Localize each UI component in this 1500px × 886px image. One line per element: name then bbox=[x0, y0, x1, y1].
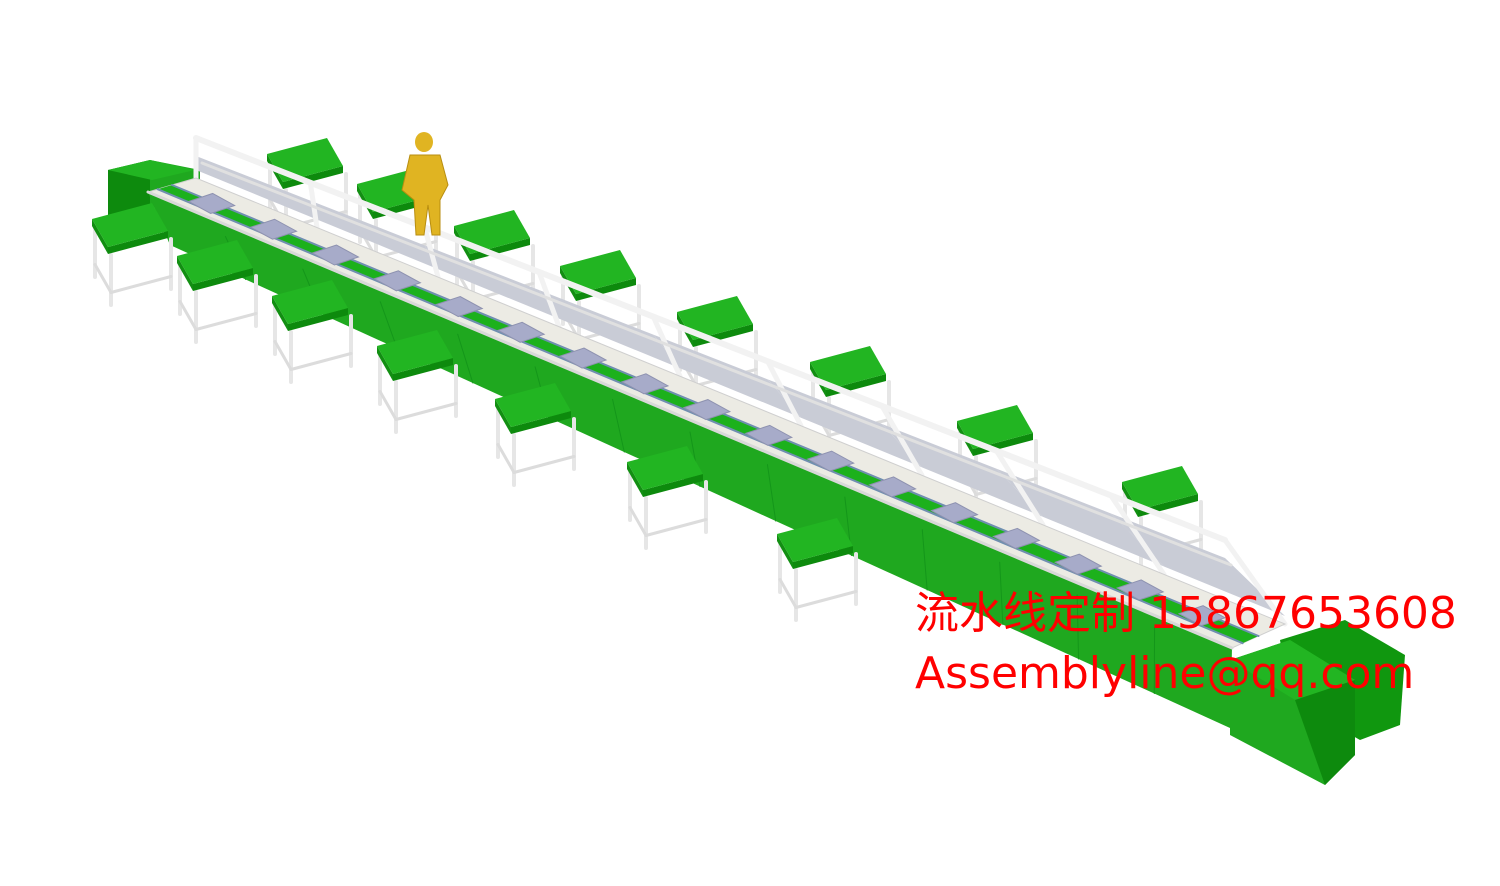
front-workbench-5-rail bbox=[496, 443, 516, 474]
right-end-cabinet-side bbox=[1295, 680, 1355, 785]
screen-panel bbox=[767, 379, 922, 468]
front-workbench-7-rail bbox=[778, 578, 798, 609]
watermark-phone: 流水线定制 15867653608 bbox=[915, 588, 1457, 639]
front-workbench-6-rail bbox=[644, 518, 708, 537]
back-workbench-8-top bbox=[1122, 466, 1198, 510]
front-workbench-7-top bbox=[777, 518, 853, 562]
front-workbench-1-edge bbox=[92, 219, 108, 254]
back-workbench-4-top bbox=[560, 250, 636, 294]
work-pallet bbox=[930, 502, 979, 524]
work-pallet bbox=[1054, 553, 1103, 575]
back-workbench-3-edge bbox=[470, 238, 530, 261]
front-workbench-2-edge bbox=[193, 268, 253, 291]
right-end-cabinet-top bbox=[1230, 640, 1355, 700]
front-workbench-7-edge bbox=[777, 534, 793, 569]
work-pallet bbox=[435, 295, 484, 318]
work-pallet bbox=[311, 244, 360, 266]
front-workbench-7-rail bbox=[794, 590, 858, 609]
work-pallet bbox=[868, 476, 917, 498]
worktop-front-edge bbox=[146, 190, 1234, 650]
cabinet-door-seam bbox=[766, 464, 777, 522]
back-workbench-7-top bbox=[957, 405, 1033, 449]
front-workbench-4-rail bbox=[378, 390, 398, 421]
front-workbench-4-rail bbox=[394, 402, 458, 421]
operator-body bbox=[401, 154, 449, 236]
work-pallet bbox=[249, 218, 298, 240]
front-workbench-1-edge bbox=[108, 231, 168, 254]
cabinet-door-seam bbox=[379, 301, 398, 349]
work-pallet bbox=[1177, 605, 1227, 627]
front-workbench-2-top bbox=[177, 240, 253, 284]
work-pallet bbox=[806, 450, 855, 472]
front-workbench-2-rail bbox=[194, 312, 258, 331]
operator-head bbox=[415, 132, 433, 152]
left-end-cabinet-top bbox=[108, 160, 195, 180]
back-workbench-5-top bbox=[677, 296, 753, 340]
front-workbench-3-rail bbox=[289, 352, 353, 371]
front-workbench-1-top bbox=[92, 203, 168, 247]
front-workbench-7-edge bbox=[793, 546, 853, 569]
screen-panel bbox=[1110, 513, 1285, 616]
back-workbench-1-edge bbox=[283, 166, 343, 189]
front-workbench-1-rail bbox=[93, 263, 113, 294]
front-workbench-3-edge bbox=[288, 308, 348, 331]
screen-panel bbox=[996, 468, 1164, 567]
frame-post bbox=[993, 448, 1046, 528]
back-workbench-5-edge bbox=[693, 324, 753, 347]
front-workbench-4-edge bbox=[377, 346, 393, 381]
front-workbench-6-edge bbox=[627, 462, 643, 497]
cabinet-door-seam bbox=[457, 333, 474, 384]
frame-post bbox=[765, 358, 804, 429]
front-workbench-4-top bbox=[377, 330, 453, 374]
frame-post bbox=[650, 314, 683, 379]
frame-light-rail bbox=[200, 161, 1233, 567]
front-workbench-6-rail bbox=[628, 506, 648, 537]
front-workbench-5-top bbox=[495, 383, 571, 427]
cabinet-door-seam bbox=[999, 561, 1004, 625]
back-workbench-6-top bbox=[810, 346, 886, 390]
screen-panel bbox=[653, 334, 801, 418]
work-pallet bbox=[620, 373, 670, 395]
front-workbench-5-rail bbox=[512, 455, 576, 474]
work-pallet bbox=[992, 527, 1041, 549]
watermark-email: Assemblyline@qq.com bbox=[915, 648, 1415, 699]
work-pallet bbox=[187, 192, 236, 215]
front-workbench-2-rail bbox=[178, 300, 198, 331]
frame-post bbox=[1108, 492, 1167, 577]
front-workbench-5-edge bbox=[511, 411, 571, 434]
work-pallet bbox=[1115, 579, 1165, 601]
front-workbench-3-rail bbox=[273, 340, 293, 371]
operator-figure bbox=[401, 132, 449, 236]
frame-post bbox=[1222, 537, 1288, 627]
frame-post bbox=[879, 403, 925, 478]
cabinet-door-seam bbox=[921, 529, 928, 591]
front-workbench-3-edge bbox=[272, 296, 288, 331]
back-workbench-8-edge bbox=[1122, 482, 1138, 517]
front-workbench-6-edge bbox=[643, 474, 703, 497]
front-workbench-2-edge bbox=[177, 256, 193, 291]
work-pallet bbox=[373, 270, 422, 292]
frame-top-rail bbox=[193, 135, 1228, 543]
front-workbench-1-rail bbox=[109, 275, 173, 294]
front-workbench-3-top bbox=[272, 280, 348, 324]
work-pallet bbox=[496, 321, 546, 343]
work-pallet bbox=[682, 399, 732, 421]
screen-panel bbox=[882, 424, 1043, 517]
front-workbench-4-edge bbox=[393, 358, 453, 381]
cabinet-door-seam bbox=[1076, 594, 1080, 660]
work-pallet bbox=[744, 424, 794, 446]
front-workbench-6-top bbox=[627, 446, 703, 490]
front-workbench-5-edge bbox=[495, 399, 511, 434]
work-pallet bbox=[558, 347, 608, 369]
cabinet-door-seam bbox=[612, 398, 625, 453]
